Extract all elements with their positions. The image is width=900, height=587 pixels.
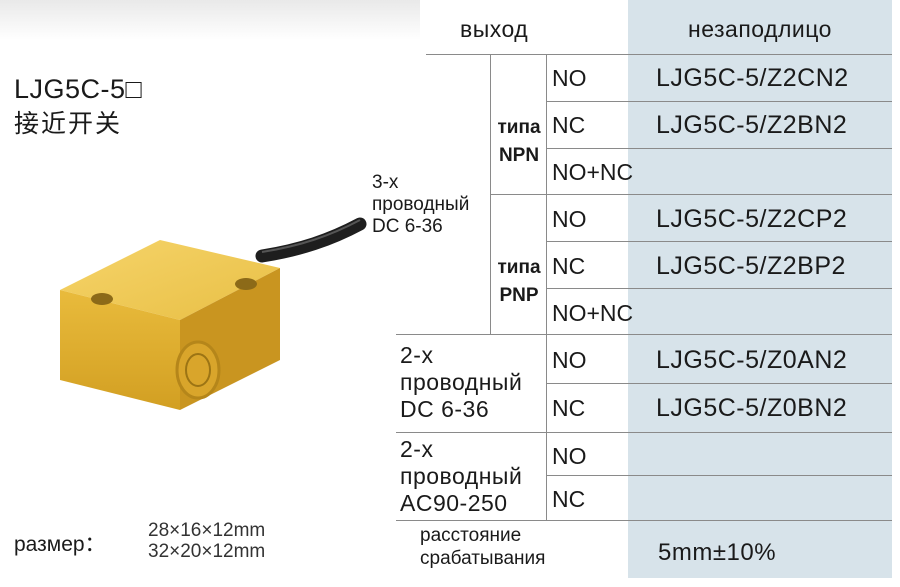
output-type: NO+NC <box>552 159 634 185</box>
header-mount: незаподлицо <box>688 16 832 42</box>
output-type: NO <box>552 206 587 232</box>
product-name: 接近开关 <box>14 110 123 138</box>
table-line <box>546 241 892 242</box>
distance-value: 5mm±10% <box>658 539 777 566</box>
mount-hole-icon <box>91 293 113 305</box>
size-item: 32×20×12mm <box>148 541 266 562</box>
output-type: NO <box>552 347 587 373</box>
mount-hole-icon <box>235 278 257 290</box>
header-shade <box>0 0 420 40</box>
group-2-wire-ac: 2-х проводный AC90-250 <box>400 436 523 516</box>
table-line <box>426 54 892 55</box>
table-line <box>396 432 892 433</box>
group-pnp: типа PNP <box>497 257 541 306</box>
sensor-top-face <box>60 240 280 320</box>
size-list: 28×16×12mm 32×20×12mm <box>148 520 265 562</box>
sensing-face-icon <box>175 340 221 400</box>
table-line <box>546 475 892 476</box>
output-type: NC <box>552 395 586 421</box>
sensor-image <box>60 217 367 410</box>
table-line <box>396 520 892 521</box>
size-item: 28×16×12mm <box>148 520 266 541</box>
table-line <box>396 334 892 335</box>
distance-label: расстояние срабатывания <box>420 525 546 569</box>
model-number: LJG5C-5/Z2CP2 <box>656 205 848 233</box>
sensor-cable <box>255 217 367 263</box>
header-output: выход <box>460 16 529 42</box>
table-line <box>490 194 892 195</box>
table-line <box>490 54 491 334</box>
group-2-wire-dc: 2-х проводный DC 6-36 <box>400 342 523 422</box>
model-number: LJG5C-5/Z0AN2 <box>656 346 848 374</box>
model-column-highlight <box>628 0 892 578</box>
group-npn: типа NPN <box>497 117 541 166</box>
output-type: NC <box>552 253 586 279</box>
model-number: LJG5C-5/Z2BN2 <box>656 111 848 139</box>
table-line <box>546 148 892 149</box>
output-type: NO <box>552 443 587 469</box>
size-label: размер： <box>14 533 106 556</box>
model-number: LJG5C-5/Z2BP2 <box>656 252 846 280</box>
group-3-wire: 3-х проводный DC 6-36 <box>372 172 470 237</box>
table-line <box>546 54 547 520</box>
output-type: NO <box>552 65 587 91</box>
product-model: LJG5C-5□ <box>14 74 143 104</box>
model-number: LJG5C-5/Z0BN2 <box>656 394 848 422</box>
output-type: NO+NC <box>552 300 634 326</box>
table-line <box>546 383 892 384</box>
model-number: LJG5C-5/Z2CN2 <box>656 64 849 92</box>
table-line <box>546 288 892 289</box>
table-line <box>546 101 892 102</box>
output-type: NC <box>552 112 586 138</box>
sensor-front-face <box>60 290 180 410</box>
output-type: NC <box>552 486 586 512</box>
